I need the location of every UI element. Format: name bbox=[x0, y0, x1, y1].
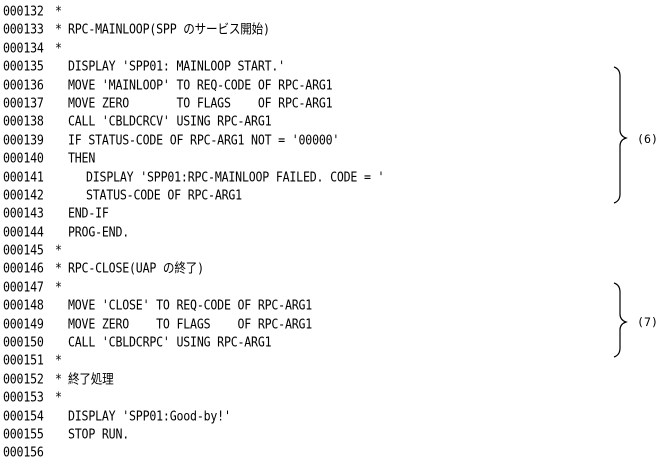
line-number: 000142 bbox=[3, 187, 44, 203]
code-line: 000136 MOVE 'MAINLOOP' TO REQ-CODE OF RPC… bbox=[3, 74, 603, 95]
code-line: 000132 * bbox=[3, 1, 603, 22]
comment-marker: * bbox=[55, 3, 62, 19]
statement-text: STATUS-CODE OF RPC-ARG1 bbox=[86, 187, 242, 203]
statement-text: MOVE ZERO TO FLAGS OF RPC-ARG1 bbox=[68, 95, 333, 111]
statement-text: DISPLAY 'SPP01:Good-by!' bbox=[68, 407, 231, 424]
code-line: 000154 DISPLAY 'SPP01:Good-by!' bbox=[3, 405, 603, 426]
line-number: 000151 bbox=[3, 352, 44, 369]
line-number: 000148 bbox=[3, 297, 44, 314]
line-number: 000155 bbox=[3, 426, 44, 442]
line-number: 000133 bbox=[3, 21, 44, 38]
code-line: 000134 * bbox=[3, 38, 603, 59]
line-number: 000137 bbox=[3, 95, 44, 111]
code-line: 000155 STOP RUN. bbox=[3, 424, 603, 445]
line-number: 000135 bbox=[3, 58, 44, 74]
line-number: 000152 bbox=[3, 370, 44, 387]
line-number: 000150 bbox=[3, 334, 44, 350]
statement-text: PROG-END. bbox=[68, 223, 130, 240]
code-line: 000133 * RPC-MAINLOOP(SPP のサービス開始) bbox=[3, 19, 603, 40]
code-line: 000142 STATUS-CODE OF RPC-ARG1 bbox=[3, 185, 603, 206]
source-listing: 000132 * 000133 * RPC-MAINLOOP(SPP のサービス開始)… bbox=[3, 2, 603, 462]
comment-marker: * bbox=[55, 260, 62, 277]
code-line: 000135 DISPLAY 'SPP01: MAINLOOP START.' bbox=[3, 56, 603, 77]
code-line: 000143 END-IF bbox=[3, 203, 603, 224]
code-line: 000148 MOVE 'CLOSE' TO REQ-CODE OF RPC-AR… bbox=[3, 295, 603, 316]
line-number: 000132 bbox=[3, 3, 44, 19]
comment-text: RPC-CLOSE(UAP の終了) bbox=[68, 260, 204, 277]
annotation-label: (6) bbox=[637, 132, 658, 146]
code-line: 000145 * bbox=[3, 240, 603, 261]
comment-marker: * bbox=[55, 389, 62, 406]
statement-text: MOVE ZERO TO FLAGS OF RPC-ARG1 bbox=[68, 315, 313, 332]
comment-text: 終了処理 bbox=[68, 370, 114, 387]
line-number: 000138 bbox=[3, 113, 44, 130]
code-line: 000150 CALL 'CBLDCRPC' USING RPC-ARG1 bbox=[3, 332, 603, 353]
comment-marker: * bbox=[55, 352, 62, 369]
statement-text: CALL 'CBLDCRCV' USING RPC-ARG1 bbox=[68, 113, 272, 130]
comment-marker: * bbox=[55, 242, 62, 258]
comment-marker: * bbox=[55, 39, 62, 56]
line-number: 000134 bbox=[3, 39, 44, 56]
line-number: 000139 bbox=[3, 131, 44, 148]
code-line: 000156 bbox=[3, 442, 603, 463]
line-number: 000140 bbox=[3, 150, 44, 166]
statement-text: CALL 'CBLDCRPC' USING RPC-ARG1 bbox=[68, 334, 272, 350]
right-brace-icon bbox=[613, 282, 628, 358]
comment-marker: * bbox=[55, 370, 62, 387]
code-line: 000140 THEN bbox=[3, 148, 603, 169]
code-line: 000147 * bbox=[3, 277, 603, 298]
line-number: 000146 bbox=[3, 260, 44, 277]
line-number: 000154 bbox=[3, 407, 44, 424]
statement-text: DISPLAY 'SPP01:RPC-MAINLOOP FAILED. CODE… bbox=[86, 168, 385, 185]
line-number: 000141 bbox=[3, 168, 44, 185]
line-number: 000149 bbox=[3, 315, 44, 332]
line-number: 000143 bbox=[3, 205, 44, 222]
comment-marker: * bbox=[55, 21, 62, 38]
statement-text: DISPLAY 'SPP01: MAINLOOP START.' bbox=[68, 58, 285, 74]
statement-text: STOP RUN. bbox=[68, 426, 130, 442]
code-line: 000139 IF STATUS-CODE OF RPC-ARG1 NOT = '… bbox=[3, 130, 603, 151]
code-line: 000141 DISPLAY 'SPP01:RPC-MAINLOOP FAILED… bbox=[3, 166, 603, 187]
line-number: 000145 bbox=[3, 242, 44, 258]
code-line: 000138 CALL 'CBLDCRCV' USING RPC-ARG1 bbox=[3, 111, 603, 132]
line-number: 000144 bbox=[3, 223, 44, 240]
code-line: 000151 * bbox=[3, 350, 603, 371]
statement-text: THEN bbox=[68, 150, 96, 166]
line-number: 000156 bbox=[3, 444, 44, 461]
code-line: 000149 MOVE ZERO TO FLAGS OF RPC-ARG1 bbox=[3, 314, 603, 335]
statement-text: END-IF bbox=[68, 205, 109, 222]
comment-marker: * bbox=[55, 278, 62, 295]
code-line: 000146 * RPC-CLOSE(UAP の終了) bbox=[3, 258, 603, 279]
code-line: 000153 * bbox=[3, 387, 603, 408]
line-number: 000136 bbox=[3, 76, 44, 93]
code-line: 000152 * 終了処理 bbox=[3, 369, 603, 390]
comment-text: RPC-MAINLOOP(SPP のサービス開始) bbox=[68, 21, 270, 38]
line-number: 000153 bbox=[3, 389, 44, 406]
line-number: 000147 bbox=[3, 278, 44, 295]
statement-text: MOVE 'CLOSE' TO REQ-CODE OF RPC-ARG1 bbox=[68, 297, 313, 314]
annotation-label: (7) bbox=[637, 315, 658, 329]
code-line: 000137 MOVE ZERO TO FLAGS OF RPC-ARG1 bbox=[3, 93, 603, 114]
statement-text: IF STATUS-CODE OF RPC-ARG1 NOT = '00000' bbox=[68, 131, 340, 148]
right-brace-icon bbox=[613, 66, 628, 204]
code-line: 000144 PROG-END. bbox=[3, 222, 603, 243]
statement-text: MOVE 'MAINLOOP' TO REQ-CODE OF RPC-ARG1 bbox=[68, 76, 333, 93]
